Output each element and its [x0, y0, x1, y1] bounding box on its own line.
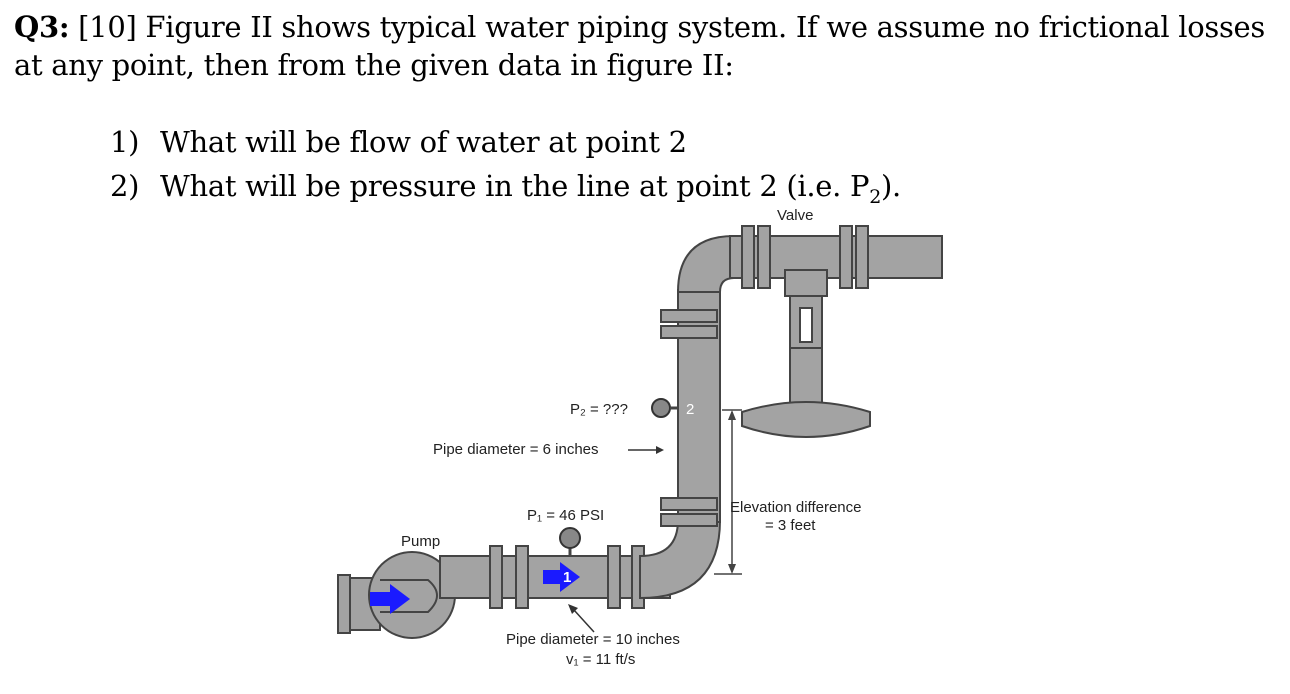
lower-pipe: 1 — [439, 527, 671, 609]
item-tail: ). — [881, 169, 901, 203]
flow-arrow-icon — [543, 562, 580, 592]
elevation-label-line2: = 3 feet — [765, 517, 816, 534]
point-2-label: 2 — [686, 401, 694, 418]
pressure-gauge-icon — [651, 398, 671, 418]
pressure-gauge-icon — [559, 527, 581, 549]
question-body: [10] Figure II shows typical water pipin… — [14, 10, 1265, 82]
question-label: Q3: — [14, 10, 70, 44]
valve-icon — [741, 269, 871, 438]
vertical-pipe: 2 — [639, 289, 722, 600]
item-number: 2) — [110, 169, 140, 203]
item-text: What will be pressure in the line at poi… — [160, 169, 870, 203]
question-items: 1)What will be flow of water at point 2 … — [110, 120, 901, 208]
valve-label: Valve — [777, 207, 813, 224]
item-text: What will be flow of water at point 2 — [160, 125, 687, 159]
list-item: 1) What will be flow of water at point 2 — [110, 120, 901, 164]
point-1-label: 1 — [563, 569, 571, 586]
question-text: Q3: [10] Figure II shows typical water p… — [14, 8, 1276, 84]
p1-label: P₁ = 46 PSI — [527, 507, 604, 524]
upper-pipe — [676, 225, 943, 438]
pipe-diameter-upper-label: Pipe diameter = 6 inches — [433, 441, 599, 458]
p2-label: P₂ = ??? — [570, 401, 628, 418]
elevation-dimension — [714, 409, 742, 575]
pump-label: Pump — [401, 533, 440, 550]
list-item: 2) What will be pressure in the line at p… — [110, 164, 901, 208]
pump — [337, 551, 456, 639]
elevation-label-line1: Elevation difference — [730, 499, 861, 516]
v1-label: v₁ = 11 ft/s — [566, 651, 635, 668]
pipe-diameter-lower-label: Pipe diameter = 10 inches — [506, 631, 680, 648]
flow-arrow-icon — [370, 584, 410, 614]
item-number: 1) — [110, 125, 140, 159]
item-subscript: 2 — [869, 185, 882, 208]
